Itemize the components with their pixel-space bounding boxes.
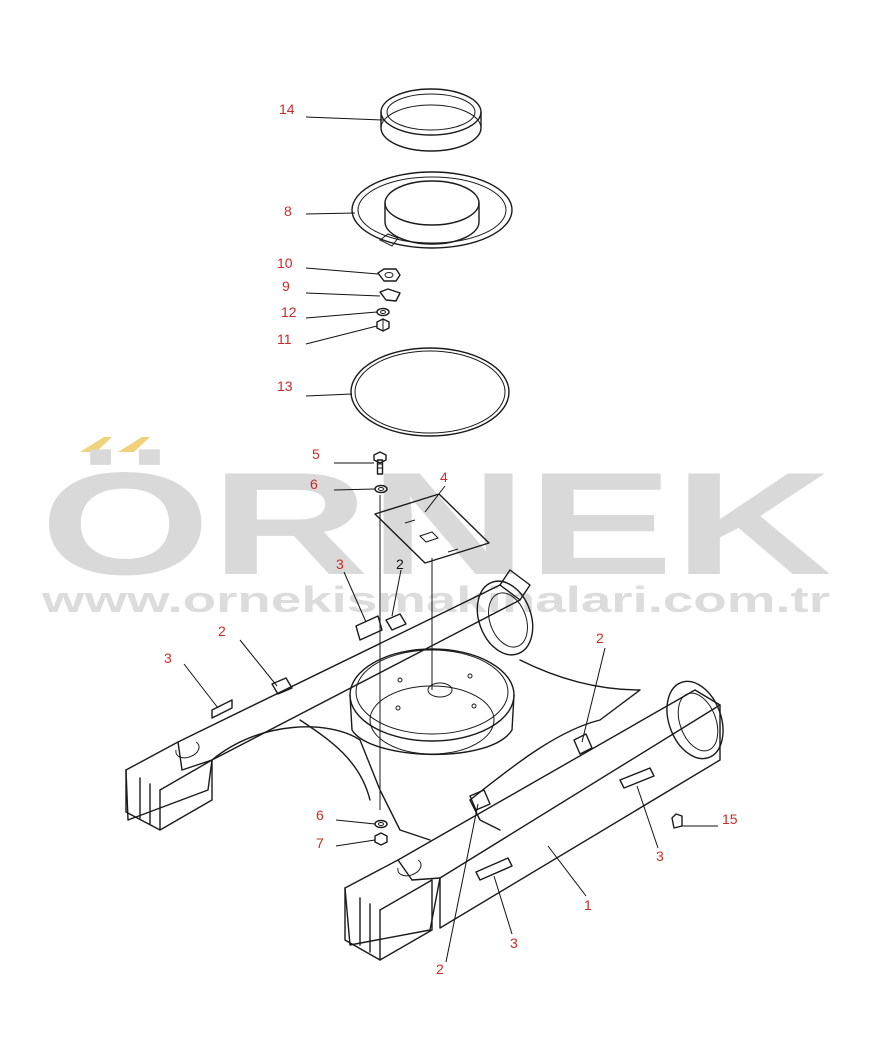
leader-3b [183,663,219,709]
callout-7: 7 [316,835,324,851]
watermark-accent-right [118,437,150,452]
callout-labels: 14 8 10 9 12 11 13 5 6 4 3 2 2 3 2 6 7 1… [164,101,738,977]
watermark-accent-left [80,437,112,452]
leader-2b [239,639,278,687]
callout-13: 13 [277,378,293,394]
part-10-plate [377,268,401,282]
callout-8: 8 [284,203,292,219]
leader-12 [305,311,378,319]
leader-6a [333,488,376,491]
leader-1 [547,845,587,897]
leader-2a [391,569,402,617]
callout-3-bottom: 3 [510,935,518,951]
callout-2-bottom: 2 [436,961,444,977]
leader-2d [445,803,479,963]
callout-14: 14 [279,101,295,117]
leader-14 [305,116,384,121]
callout-3-left: 3 [164,650,172,666]
callout-4: 4 [440,469,448,485]
leader-10 [305,267,379,275]
leader-3a [343,571,367,623]
leader-7 [335,839,376,847]
part-1-track-frame [125,569,724,961]
leader-2c [581,647,606,743]
callout-12: 12 [281,304,297,320]
part-12-washer [376,307,390,317]
part-7-nut [374,832,388,846]
leader-6b [335,819,376,825]
part-11-nut [376,318,390,332]
watermark: ÖRNEK www.ornekismakinalari.com.tr [40,437,832,620]
leader-9 [305,292,381,297]
callout-15: 15 [722,811,738,827]
callout-2-right: 2 [596,630,604,646]
part-14-seal-ring [380,88,482,152]
callout-3-right: 3 [656,848,664,864]
leader-lines [183,116,718,963]
part-15-fitting [671,813,683,829]
leader-4 [424,485,446,513]
leader-13 [305,393,353,397]
callout-10: 10 [277,255,293,271]
leader-8 [305,212,356,215]
watermark-url: www.ornekismakinalari.com.tr [40,579,830,620]
part-9-plate [379,288,401,302]
callout-11: 11 [277,331,292,347]
part-6-washer-bottom [374,819,388,829]
part-13-o-ring [350,347,510,437]
leader-3c [636,785,659,849]
callout-9: 9 [282,278,290,294]
leader-11 [305,325,378,345]
callout-2-top: 2 [396,556,404,572]
callout-6-bottom: 6 [316,807,324,823]
callout-3-top: 3 [336,556,344,572]
watermark-brand: ÖRNEK [40,442,832,605]
part-4-cover-plate [374,493,490,564]
leader-3d [493,875,513,935]
callout-5: 5 [312,446,320,462]
part-8-cover [351,171,513,249]
callout-2-left: 2 [218,623,226,639]
callout-1: 1 [584,897,592,913]
callout-6-top: 6 [310,476,318,492]
part-5-bolt [373,451,387,475]
